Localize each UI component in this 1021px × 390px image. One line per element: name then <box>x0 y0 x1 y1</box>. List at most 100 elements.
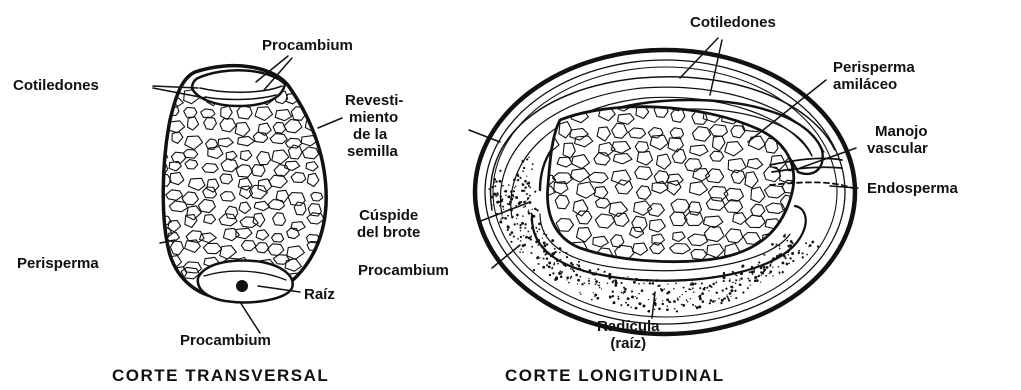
stipple-dot <box>546 257 548 259</box>
cell <box>151 122 163 135</box>
stipple-dot <box>551 239 554 242</box>
stipple-dot <box>578 265 581 268</box>
cell <box>553 236 566 246</box>
stipple-dot <box>792 260 794 262</box>
stipple-dot <box>772 275 773 276</box>
stipple-dot <box>766 266 769 269</box>
stipple-dot <box>798 250 800 252</box>
stipple-dot <box>682 304 685 307</box>
cell <box>157 107 169 117</box>
cell <box>273 255 290 265</box>
cell <box>204 117 217 130</box>
stipple-dot <box>528 213 530 215</box>
stipple-dot <box>627 276 628 277</box>
stipple-dot <box>523 206 525 208</box>
stipple-dot <box>520 240 522 242</box>
stipple-dot <box>662 300 663 301</box>
stipple-dot <box>579 292 580 293</box>
stipple-dot <box>731 296 732 297</box>
stipple-dot <box>735 297 737 299</box>
stipple-dot <box>666 292 669 295</box>
stipple-dot <box>754 276 757 279</box>
cell <box>240 151 252 161</box>
label-procambium-bottom: Procambium <box>180 332 271 349</box>
stipple-dot <box>499 205 501 207</box>
cell <box>253 132 267 142</box>
stipple-dot <box>509 233 511 235</box>
stipple-dot <box>682 294 683 295</box>
stipple-dot <box>734 290 736 292</box>
stipple-dot <box>698 305 701 308</box>
cell <box>302 147 318 159</box>
stipple-dot <box>556 278 558 280</box>
stipple-dot <box>770 263 772 265</box>
stipple-dot <box>513 236 515 238</box>
stipple-dot <box>668 301 670 303</box>
cell <box>237 106 252 119</box>
label-cotiledones-right: Cotiledones <box>690 14 776 31</box>
cell <box>268 200 284 210</box>
stipple-dot <box>704 287 706 289</box>
cell <box>309 105 322 117</box>
stipple-dot <box>522 170 524 172</box>
caption-corte-longitudinal: CORTE LONGITUDINAL <box>505 366 725 386</box>
stipple-dot <box>728 299 730 301</box>
stipple-dot <box>677 299 679 301</box>
cell <box>307 267 321 280</box>
cell <box>202 164 218 173</box>
label-perisperma-line1: Perisperma <box>833 59 915 76</box>
stipple-dot <box>538 228 540 230</box>
cell <box>291 222 305 231</box>
cell <box>306 162 318 172</box>
cell <box>254 201 269 210</box>
stipple-dot <box>510 190 513 193</box>
stipple-dot <box>534 191 536 193</box>
stipple-dot <box>588 283 590 285</box>
stipple-dot <box>519 177 521 179</box>
stipple-dot <box>752 274 753 275</box>
cell <box>208 147 223 159</box>
stipple-dot <box>674 308 676 310</box>
stipple-dot <box>686 299 688 301</box>
stipple-dot <box>522 251 524 253</box>
stipple-dot <box>504 217 507 220</box>
stipple-dot <box>666 308 669 311</box>
stipple-dot <box>524 186 526 188</box>
stipple-dot <box>667 283 668 284</box>
stipple-dot <box>785 257 787 259</box>
stipple-dot <box>536 209 538 211</box>
cell <box>291 172 306 182</box>
cell <box>304 96 319 105</box>
stipple-dot <box>596 297 599 300</box>
stipple-dot <box>615 282 618 285</box>
stipple-dot <box>513 190 515 192</box>
stipple-dot <box>496 194 498 196</box>
cell <box>188 178 205 190</box>
stipple-dot <box>612 281 614 283</box>
label-revestimiento-line1: Revesti- <box>345 92 403 109</box>
cell <box>220 246 237 260</box>
stipple-dot <box>521 222 524 225</box>
stipple-dot <box>764 254 766 256</box>
stipple-dot <box>693 291 695 293</box>
stipple-dot <box>510 198 513 201</box>
cell <box>188 117 199 130</box>
stipple-dot <box>655 304 657 306</box>
stipple-dot <box>701 282 703 284</box>
label-revestimiento-line3: de la <box>353 126 403 143</box>
stipple-dot <box>524 223 526 225</box>
stipple-dot <box>516 173 519 176</box>
stipple-dot <box>635 296 636 297</box>
stipple-dot <box>528 236 531 239</box>
stipple-dot <box>643 283 645 285</box>
stipple-dot <box>716 292 718 294</box>
cell <box>172 132 183 144</box>
stipple-dot <box>791 242 793 244</box>
cell <box>185 160 198 169</box>
stipple-dot <box>599 282 600 283</box>
stipple-dot <box>666 298 669 301</box>
stipple-dot <box>553 262 555 264</box>
stipple-dot <box>633 281 636 284</box>
stipple-dot <box>765 275 767 277</box>
cell <box>273 213 286 226</box>
